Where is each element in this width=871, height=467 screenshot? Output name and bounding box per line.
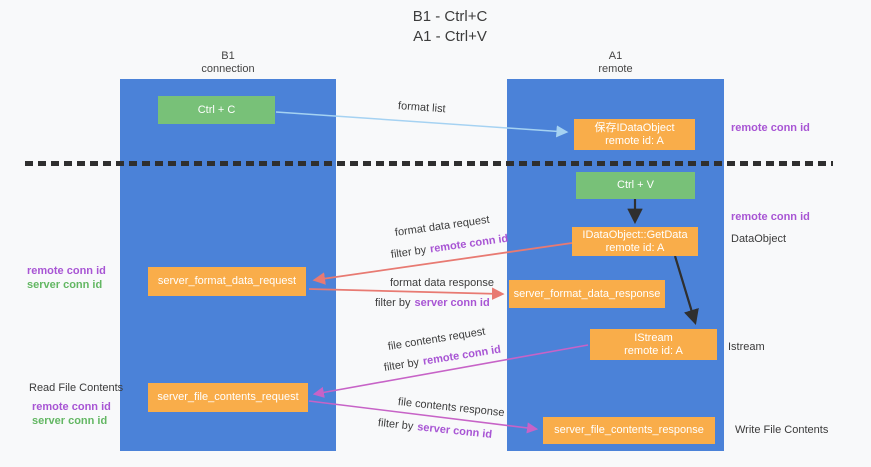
istream-line1: IStream [634,331,673,344]
left-server-conn-id-mid: server conn id [27,279,103,291]
lane-b1-subtitle: connection [201,63,255,75]
filter-prefix: filter by [390,244,427,261]
format-data-request-label: format data request [394,213,491,239]
left-conn-id-stack-mid: remote conn id server conn id [27,264,106,292]
lane-a1-name: A1 [608,50,623,62]
title-line-1: B1 - Ctrl+C [412,8,488,25]
server-format-data-response-label: server_format_data_response [513,287,661,300]
diagram-title: B1 - Ctrl+C A1 - Ctrl+V [350,7,550,47]
save-dataobject-line2: remote id: A [605,134,664,147]
filter-key-remote-conn-id: remote conn id [429,232,509,256]
lane-header-a1: A1 remote [507,50,724,76]
format-data-response-arrow [308,287,505,301]
read-file-contents-label: Read File Contents [29,382,124,394]
lane-a1-subtitle: remote [598,63,633,75]
left-remote-conn-id-bottom: remote conn id [32,401,111,413]
node-server-file-contents-request: server_file_contents_request [148,383,308,412]
lane-header-b1: B1 connection [120,50,336,76]
server-file-contents-response-label: server_file_contents_response [554,424,704,436]
node-server-format-data-request: server_format_data_request [148,267,306,296]
left-conn-id-stack-bottom: remote conn id server conn id [32,400,111,428]
title-line-2: A1 - Ctrl+V [413,28,487,45]
getdata-line2: remote id: A [605,241,665,254]
filter-prefix: filter by [377,417,414,433]
node-istream: IStream remote id: A [590,329,717,360]
istream-line2: remote id: A [624,344,683,357]
format-list-label: format list [397,100,446,116]
server-format-data-request-label: server_format_data_request [157,275,297,287]
filter-key-remote-conn-id: remote conn id [422,343,502,368]
format-data-response-label: format data response [390,277,494,289]
ctrl-c-label: Ctrl + C [197,103,236,116]
filter-prefix: filter by [375,297,411,309]
node-ctrl-v: Ctrl + V [576,172,695,199]
save-dataobject-line1: 保存IDataObject [594,121,675,134]
node-ctrl-c: Ctrl + C [158,96,275,124]
write-file-contents-label: Write File Contents [735,424,829,436]
file-contents-response-label: file contents response [397,396,506,420]
filter-prefix: filter by [383,356,420,374]
section-divider [25,161,833,166]
ctrl-v-label: Ctrl + V [617,179,654,191]
lane-b1-name: B1 [221,50,235,62]
istream-side-label: Istream [728,341,765,353]
right-remote-conn-id-mid: remote conn id [731,211,810,223]
getdata-line1: IDataObject::GetData [582,228,688,241]
left-remote-conn-id-mid: remote conn id [27,265,106,277]
filter-key-server-conn-id: server conn id [416,421,493,441]
server-file-contents-request-label: server_file_contents_request [157,391,299,403]
left-server-conn-id-bottom: server conn id [32,415,108,427]
filter-key-server-conn-id: server conn id [414,297,490,309]
node-server-format-data-response: server_format_data_response [509,280,665,308]
node-server-file-contents-response: server_file_contents_response [543,417,715,444]
node-idataobject-getdata: IDataObject::GetData remote id: A [572,227,698,256]
node-save-dataobject: 保存IDataObject remote id: A [574,119,695,150]
right-remote-conn-id-top: remote conn id [731,122,810,134]
dataobject-label: DataObject [731,233,787,245]
